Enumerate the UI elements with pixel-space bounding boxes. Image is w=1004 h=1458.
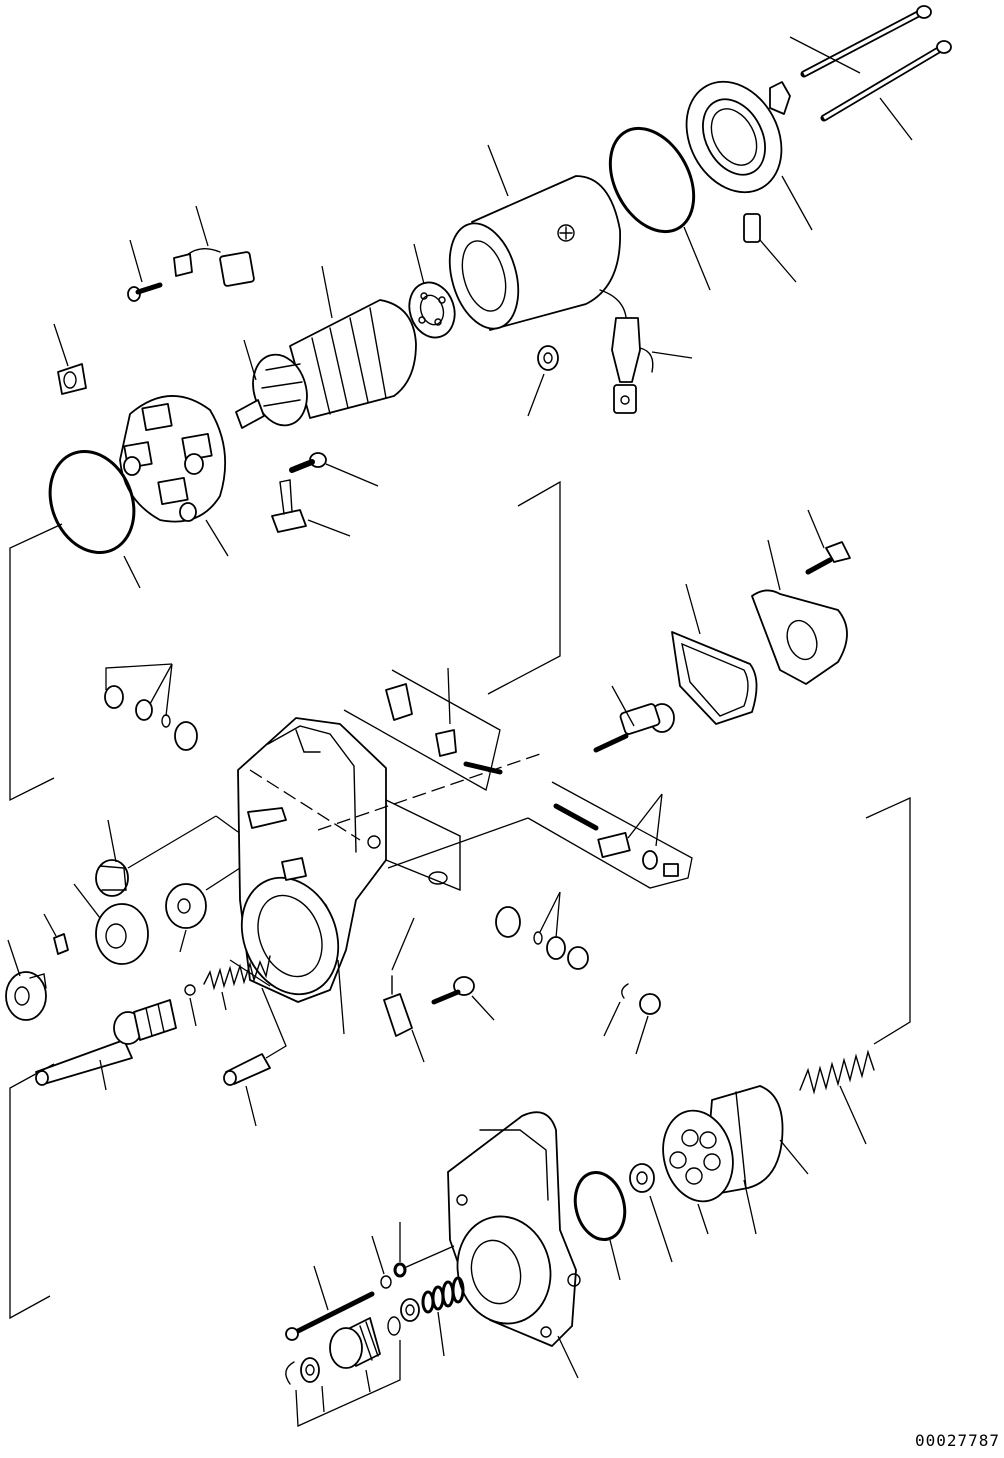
switch-cover xyxy=(752,540,847,684)
bolt-front-long xyxy=(286,1266,372,1340)
small-rings xyxy=(372,1222,454,1288)
washer-pinion xyxy=(388,1299,419,1335)
bracket-group-upper xyxy=(344,482,560,790)
bolt-terminal xyxy=(434,977,494,1020)
pinion-shaft xyxy=(36,1000,176,1090)
lead-wire-terminal xyxy=(612,318,692,413)
steel-ball xyxy=(185,985,196,1026)
spring-small xyxy=(204,956,270,1010)
screw-holder xyxy=(292,453,378,486)
bracket-right-group xyxy=(866,798,910,1044)
leader-housing-2 xyxy=(230,960,270,986)
through-bolt-upper xyxy=(790,6,931,74)
nut-small xyxy=(636,994,660,1054)
screw-brush xyxy=(128,240,160,301)
bolt-cover xyxy=(808,510,850,572)
washer-stack-upper xyxy=(105,664,197,750)
o-ring-yoke xyxy=(594,114,711,290)
nut-terminal xyxy=(528,346,558,416)
leader-housing-1 xyxy=(216,816,238,832)
gear-housing xyxy=(225,718,460,1034)
clutch-retainer xyxy=(6,940,46,1020)
idler-gear-large xyxy=(74,884,148,964)
washer-stack-lower xyxy=(496,892,588,969)
brush-holder xyxy=(120,396,228,556)
yoke-assembly xyxy=(438,145,626,337)
clip xyxy=(54,324,86,394)
bracket-bottom-group xyxy=(296,1362,400,1426)
washer-clutch xyxy=(630,1164,672,1262)
through-bolt-lower xyxy=(824,41,951,140)
bracket-group-middle xyxy=(388,782,692,888)
armature xyxy=(236,266,416,432)
snap-ring xyxy=(604,984,628,1036)
return-spring xyxy=(800,1052,874,1144)
bearing-armature-rear xyxy=(402,244,461,343)
bearing-idler xyxy=(166,868,240,952)
o-ring-front xyxy=(568,1167,631,1280)
stop-ring xyxy=(286,1358,319,1384)
rear-cover xyxy=(668,65,812,230)
overrunning-clutch xyxy=(654,1086,808,1234)
bracket-bottom-left xyxy=(10,1064,54,1318)
pinion-gear xyxy=(330,1318,380,1368)
plunger xyxy=(596,686,674,750)
bracket-left-group xyxy=(10,524,62,800)
leader-stop-ring xyxy=(322,1386,324,1412)
o-ring-commutator-end xyxy=(35,439,148,588)
spring-pinion xyxy=(423,1278,463,1356)
drawing-number: 00027787 xyxy=(914,1431,1000,1450)
idler-gear-small xyxy=(96,816,216,896)
bushing-small xyxy=(744,214,796,282)
pin xyxy=(44,914,68,954)
front-housing xyxy=(446,1112,580,1378)
brush-spring xyxy=(272,480,350,536)
lever-pin xyxy=(224,988,286,1126)
gasket-cover xyxy=(672,584,757,724)
leader-pinion xyxy=(366,1370,370,1392)
reference-dashed-lines xyxy=(250,754,540,840)
brush-lead xyxy=(174,206,254,286)
switch-terminal xyxy=(384,918,424,1062)
